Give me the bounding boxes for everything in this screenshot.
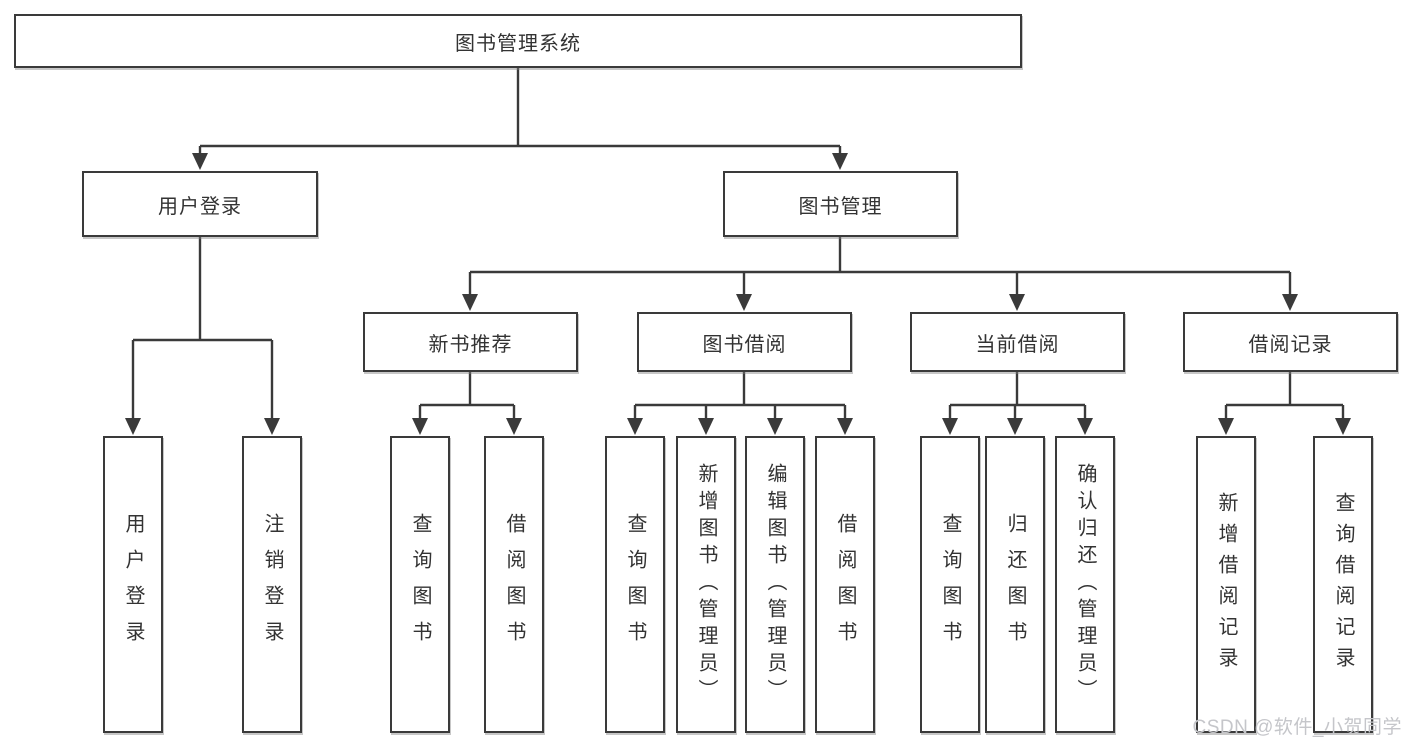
leaf-query-books-borrow-label: 查询图书	[624, 512, 646, 657]
leaf-query-books-borrow: 查询图书	[605, 436, 665, 733]
leaf-query-borrow-record-label: 查询借阅记录	[1332, 491, 1354, 678]
leaf-add-borrow-record-label: 新增借阅记录	[1215, 491, 1237, 678]
leaf-add-borrow-record: 新增借阅记录	[1196, 436, 1256, 733]
node-root: 图书管理系统	[14, 14, 1022, 68]
csdn-watermark: CSDN @软件_小贺同学	[1192, 717, 1402, 738]
leaf-return-books: 归还图书	[985, 436, 1045, 733]
leaf-borrow-books-recommend: 借阅图书	[484, 436, 544, 733]
node-current-borrow-label: 当前借阅	[975, 333, 1060, 356]
leaf-query-books-recommend-label: 查询图书	[409, 512, 431, 657]
leaf-return-books-label: 归还图书	[1004, 512, 1026, 657]
node-user-login-label: 用户登录	[158, 195, 242, 218]
node-user-login: 用户登录	[82, 171, 318, 237]
leaf-user-login-label: 用户登录	[122, 512, 144, 657]
leaf-user-login: 用户登录	[103, 436, 163, 733]
connector-arrowheads	[125, 153, 1351, 435]
leaf-query-books-current: 查询图书	[920, 436, 980, 733]
node-book-borrow: 图书借阅	[637, 312, 852, 372]
leaf-edit-book-admin: 编辑图书（管理员）	[745, 436, 805, 733]
leaf-borrow-books-label: 借阅图书	[834, 512, 856, 657]
leaf-query-borrow-record: 查询借阅记录	[1313, 436, 1373, 733]
leaf-query-books-current-label: 查询图书	[939, 512, 961, 657]
leaf-borrow-books: 借阅图书	[815, 436, 875, 733]
node-borrow-records-label: 借阅记录	[1248, 333, 1333, 356]
leaf-logout-label: 注销登录	[261, 512, 283, 657]
leaf-edit-book-admin-label: 编辑图书（管理员）	[764, 463, 786, 706]
leaf-add-book-admin-label: 新增图书（管理员）	[695, 463, 717, 706]
leaf-logout: 注销登录	[242, 436, 302, 733]
node-book-management-label: 图书管理	[798, 195, 883, 218]
node-root-label: 图书管理系统	[455, 32, 581, 55]
node-book-management: 图书管理	[723, 171, 958, 237]
leaf-confirm-return-admin-label: 确认归还（管理员）	[1074, 463, 1096, 706]
leaf-add-book-admin: 新增图书（管理员）	[676, 436, 736, 733]
node-new-book-recommend: 新书推荐	[363, 312, 578, 372]
node-book-borrow-label: 图书借阅	[702, 333, 787, 356]
node-new-book-recommend-label: 新书推荐	[428, 333, 513, 356]
leaf-borrow-books-recommend-label: 借阅图书	[503, 512, 525, 657]
leaf-query-books-recommend: 查询图书	[390, 436, 450, 733]
node-borrow-records: 借阅记录	[1183, 312, 1398, 372]
node-current-borrow: 当前借阅	[910, 312, 1125, 372]
leaf-confirm-return-admin: 确认归还（管理员）	[1055, 436, 1115, 733]
